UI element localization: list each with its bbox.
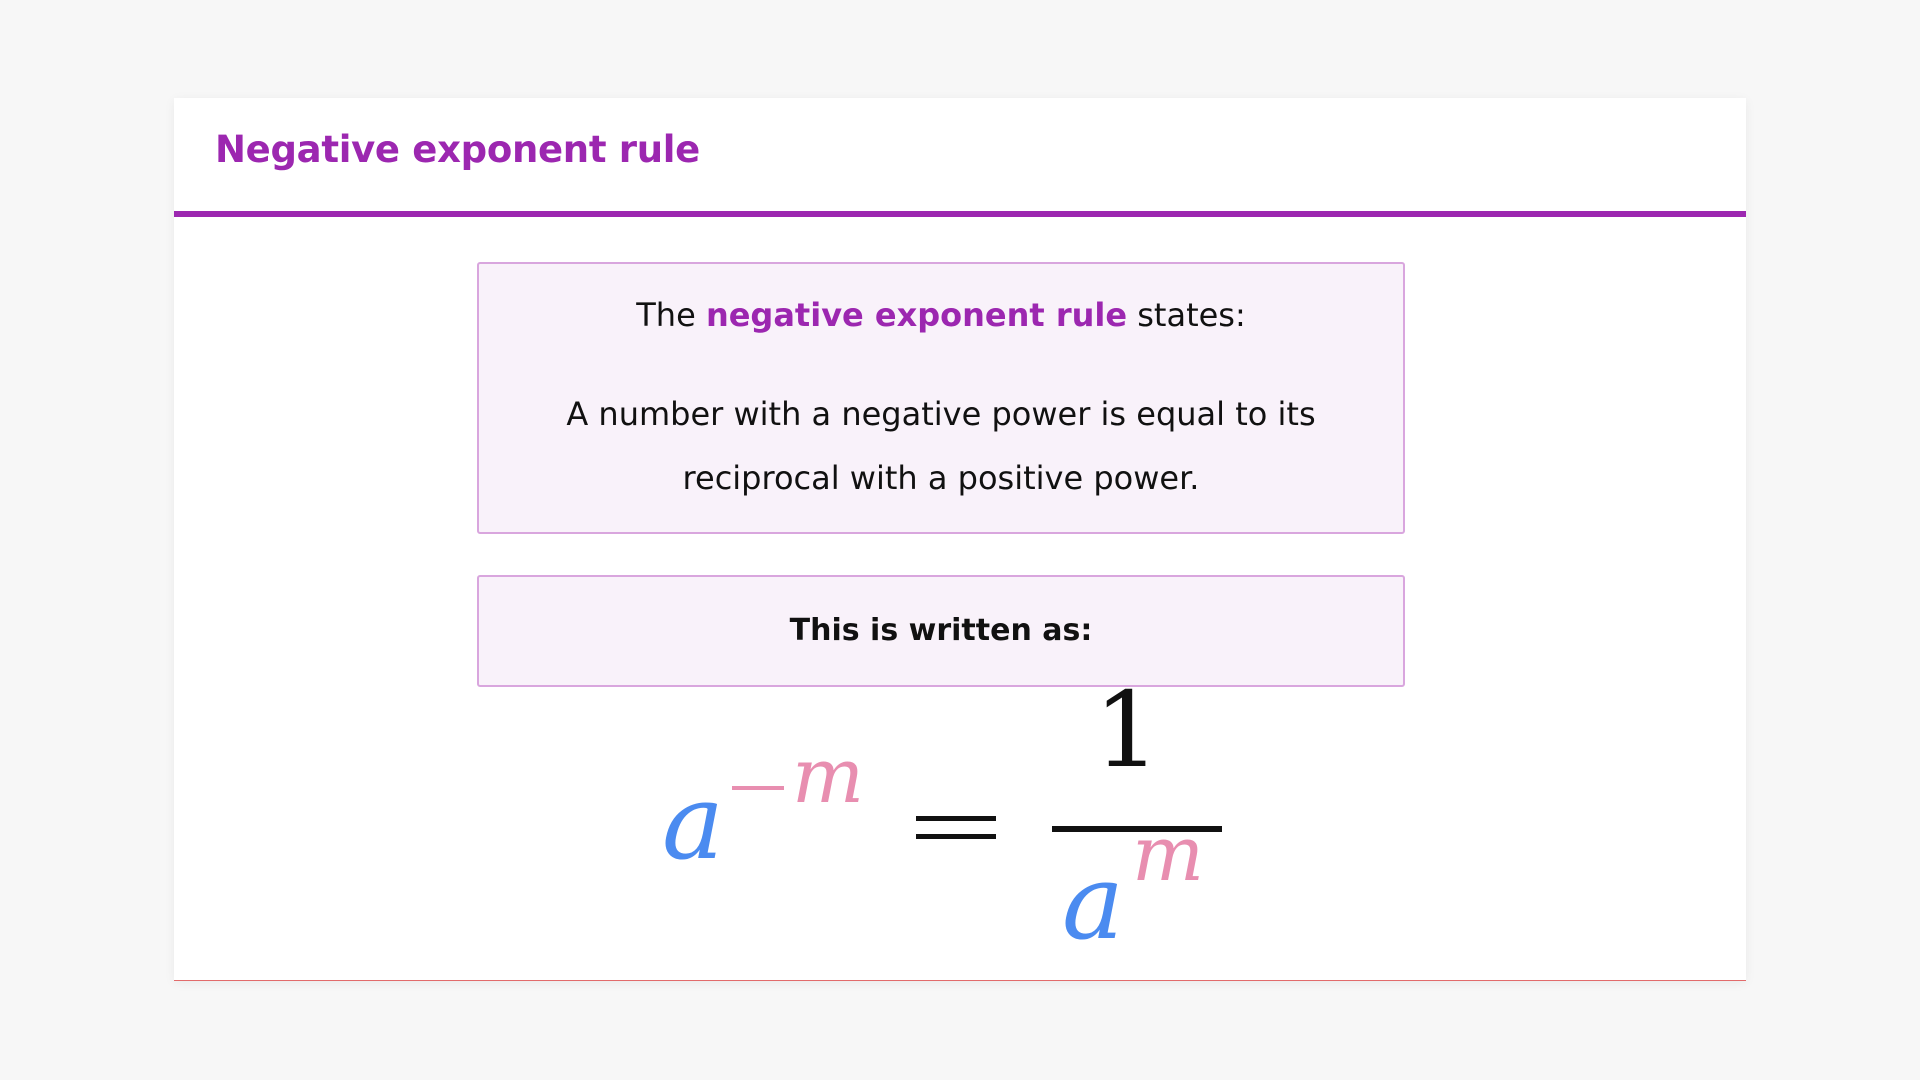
rule-statement-box: The negative exponent rule states: A num… xyxy=(477,262,1405,534)
rule-name-highlight: negative exponent rule xyxy=(705,296,1128,334)
rule-intro-suffix: states: xyxy=(1127,296,1246,334)
formula-lhs-base: a xyxy=(662,761,725,883)
rule-body-text: A number with a negative power is equal … xyxy=(566,395,1316,497)
formula-denominator-base: a xyxy=(1062,841,1125,963)
rule-intro-prefix: The xyxy=(636,296,706,334)
formula-lhs-exponent: m xyxy=(792,731,865,820)
slide-title: Negative exponent rule xyxy=(215,128,700,171)
formula-fraction-bar xyxy=(1052,826,1222,832)
written-as-box: This is written as: xyxy=(477,575,1405,687)
formula-lhs-exponent-minus xyxy=(732,786,784,790)
formula-denominator-exponent: m xyxy=(1132,809,1205,898)
slide-header: Negative exponent rule xyxy=(174,98,1746,217)
formula-equals-bottom-bar xyxy=(916,834,996,839)
rule-intro: The negative exponent rule states: xyxy=(479,296,1403,334)
formula-numerator: 1 xyxy=(1094,669,1161,791)
slide-card: Negative exponent rule The negative expo… xyxy=(174,98,1746,981)
formula: a m 1 a m xyxy=(174,98,1746,980)
written-as-label: This is written as: xyxy=(789,613,1093,648)
formula-equals-top-bar xyxy=(916,816,996,821)
